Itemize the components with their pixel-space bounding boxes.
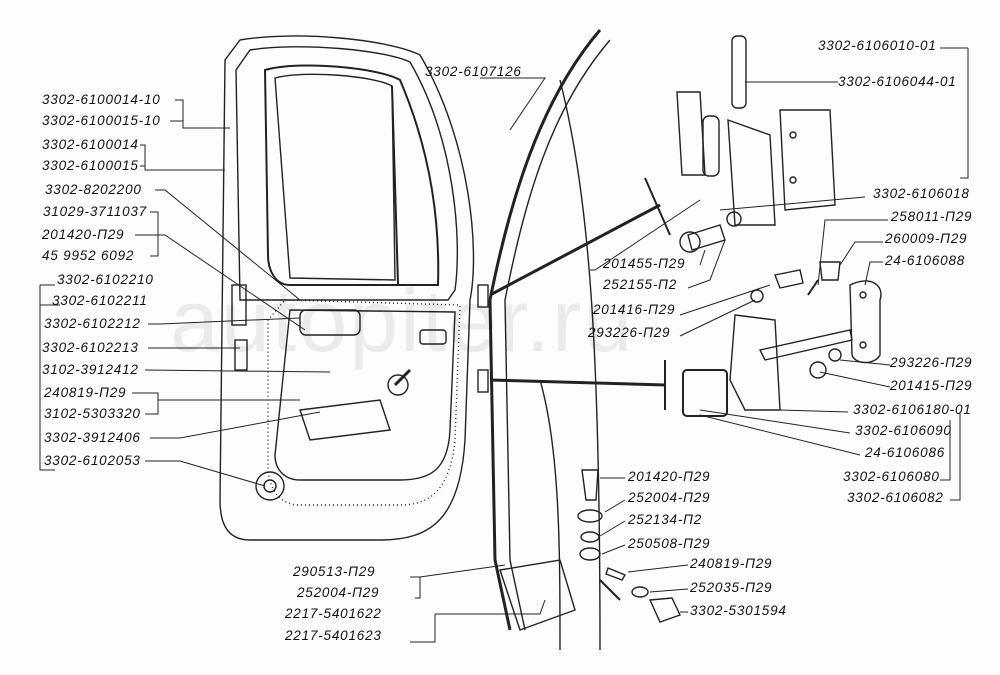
part-label: 3302-6106180-01 — [853, 402, 972, 417]
part-label: 252134-П2 — [628, 512, 703, 527]
part-label: 3302-6106082 — [847, 490, 944, 505]
part-label: 290513-П29 — [293, 564, 376, 579]
part-label: 24-6106088 — [885, 253, 966, 268]
part-label: 258011-П29 — [891, 209, 973, 224]
part-label: 201455-П29 — [603, 256, 686, 271]
part-label: 3102-5303320 — [44, 406, 141, 421]
part-label: 3302-6100015 — [42, 158, 139, 173]
part-label: 45 9952 6092 — [42, 248, 135, 263]
part-label: 3302-6100014 — [42, 137, 139, 152]
part-label: 293226-П29 — [890, 355, 973, 370]
part-label: 3302-6102053 — [44, 453, 141, 468]
part-label: 3302-6102211 — [52, 293, 148, 308]
part-label: 31029-3711037 — [43, 204, 147, 219]
part-label: 3302-6102212 — [44, 316, 141, 331]
part-label: 3302-6106044-01 — [838, 74, 957, 89]
part-label: 3302-6106080 — [843, 469, 940, 484]
part-label: 201420-П29 — [628, 469, 711, 484]
part-label: 250508-П29 — [628, 536, 711, 551]
part-label: 3302-6100015-10 — [42, 113, 161, 128]
part-label: 2217-5401623 — [285, 628, 382, 643]
part-label: 3302-6106090 — [855, 423, 952, 438]
part-label: 201420-П29 — [42, 227, 125, 242]
part-label: 3302-6106010-01 — [818, 38, 937, 53]
part-label: 3302-3912406 — [44, 430, 141, 445]
part-label: 260009-П29 — [885, 231, 968, 246]
part-label: 3302-8202200 — [45, 182, 142, 197]
part-label: 3302-6107126 — [425, 64, 522, 79]
part-label: 252004-П29 — [628, 490, 711, 505]
part-label: 3302-6102213 — [42, 340, 139, 355]
part-label: 3302-6102210 — [57, 272, 154, 287]
part-label: 2217-5401622 — [285, 606, 382, 621]
part-label: 3302-6106018 — [873, 186, 970, 201]
part-label: 201415-П29 — [890, 378, 973, 393]
part-label: 3302-5301594 — [690, 603, 787, 618]
part-label: 293226-П29 — [588, 325, 671, 340]
part-label: 24-6106086 — [865, 445, 946, 460]
part-label: 3302-6100014-10 — [42, 92, 161, 107]
part-label: 252035-П29 — [690, 580, 773, 595]
part-label: 252004-П29 — [297, 585, 380, 600]
part-label: 240819-П29 — [690, 556, 773, 571]
part-label: 3102-3912412 — [42, 362, 139, 377]
part-label: 201416-П29 — [593, 302, 676, 317]
part-label: 240819-П29 — [44, 385, 127, 400]
part-label: 252155-П2 — [603, 277, 678, 292]
